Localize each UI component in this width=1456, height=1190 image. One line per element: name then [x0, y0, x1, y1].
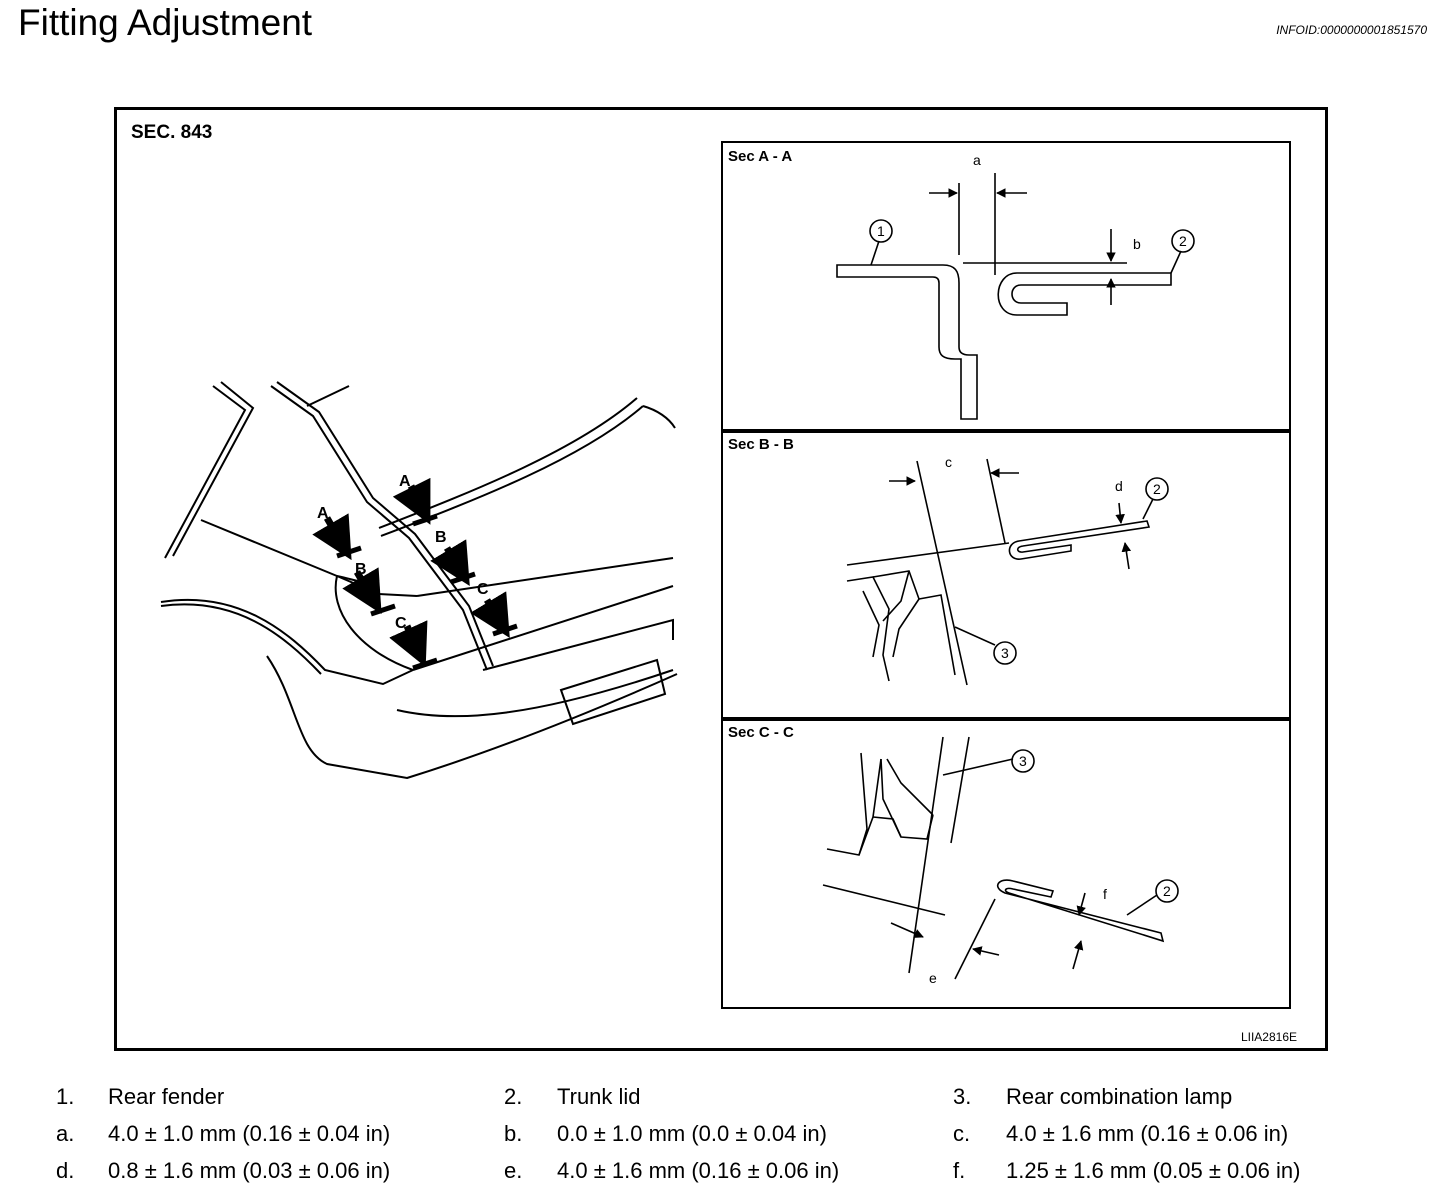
- legend-text: 4.0 ± 1.6 mm (0.16 ± 0.06 in): [1006, 1121, 1289, 1146]
- section-label: SEC. 843: [131, 122, 213, 143]
- car-rear-illustration: A A B B C C: [160, 381, 678, 780]
- legend-text: Rear combination lamp: [1006, 1084, 1233, 1109]
- arrow-label-b1: B: [355, 561, 367, 578]
- figure-frame: SEC. 843: [114, 107, 1328, 1051]
- panel-title-c: Sec C - C: [728, 724, 794, 741]
- callout-3-b: 3: [1001, 645, 1009, 661]
- callout-2-b: 2: [1153, 481, 1161, 497]
- dim-label-e: e: [929, 970, 937, 986]
- sec-c-diagram: e f 3 2: [822, 736, 1179, 986]
- info-id: INFOID:0000000001851570: [1276, 23, 1427, 37]
- dim-label-f: f: [1103, 886, 1107, 902]
- legend-key: 3.: [953, 1084, 972, 1109]
- panel-sec-c: Sec C - C: [721, 717, 1291, 1009]
- dim-label-c: c: [945, 454, 952, 470]
- callout-1: 1: [877, 223, 885, 239]
- page-title: Fitting Adjustment: [18, 2, 313, 43]
- arrow-label-c2: C: [477, 581, 489, 598]
- arrow-label-a1: A: [317, 505, 329, 522]
- panel-title-a: Sec A - A: [728, 148, 793, 165]
- legend-text: 1.25 ± 1.6 mm (0.05 ± 0.06 in): [1006, 1158, 1301, 1183]
- callout-3-c: 3: [1019, 753, 1027, 769]
- callout-2-c: 2: [1163, 883, 1171, 899]
- panel-sec-b: Sec B - B: [721, 429, 1291, 721]
- legend-text: 4.0 ± 1.0 mm (0.16 ± 0.04 in): [108, 1121, 391, 1146]
- sec-b-diagram: c d 2 3: [846, 454, 1169, 686]
- legend-key: f.: [953, 1158, 966, 1183]
- legend-key: a.: [56, 1121, 75, 1146]
- legend-text: Trunk lid: [557, 1084, 641, 1109]
- arrow-label-b2: B: [435, 529, 447, 546]
- arrow-label-c1: C: [395, 615, 407, 632]
- legend-key: 2.: [504, 1084, 523, 1109]
- legend-text: 4.0 ± 1.6 mm (0.16 ± 0.06 in): [557, 1158, 840, 1183]
- legend-key: 1.: [56, 1084, 75, 1109]
- panel-title-b: Sec B - B: [728, 436, 794, 453]
- legend-key: d.: [56, 1158, 75, 1183]
- sec-a-diagram: a b 1 2: [836, 152, 1195, 420]
- dim-label-b: b: [1133, 236, 1141, 252]
- legend-key: e.: [504, 1158, 523, 1183]
- arrow-label-a2: A: [399, 473, 411, 490]
- legend-text: Rear fender: [108, 1084, 225, 1109]
- legend-text: 0.0 ± 1.0 mm (0.0 ± 0.04 in): [557, 1121, 827, 1146]
- legend-key: b.: [504, 1121, 523, 1146]
- panel-sec-a: Sec A - A: [721, 141, 1291, 433]
- callout-2: 2: [1179, 233, 1187, 249]
- legend-text: 0.8 ± 1.6 mm (0.03 ± 0.06 in): [108, 1158, 391, 1183]
- legend-key: c.: [953, 1121, 971, 1146]
- dim-label-a: a: [973, 152, 981, 168]
- figure-code: LIIA2816E: [1240, 1030, 1297, 1044]
- dim-label-d: d: [1115, 478, 1123, 494]
